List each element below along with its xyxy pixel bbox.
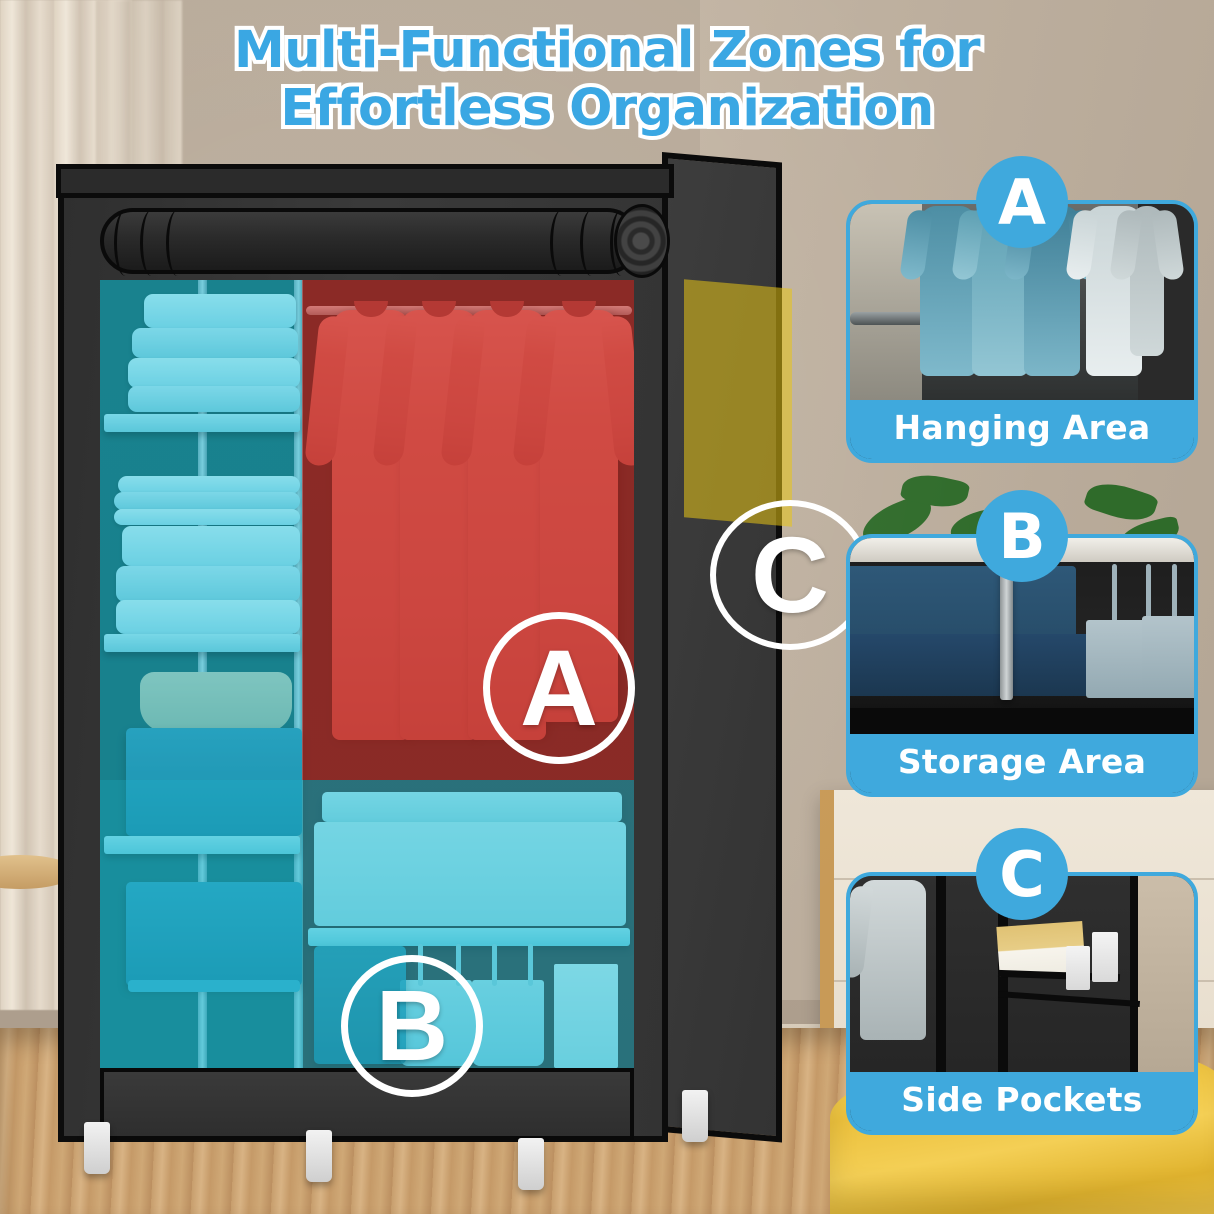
zone-marker-a: A — [483, 612, 635, 764]
shelf-2 — [104, 634, 300, 652]
panel-badge-c-letter: C — [999, 837, 1045, 911]
storage-bin-2 — [126, 882, 302, 986]
wardrobe-leg — [306, 1130, 332, 1182]
feature-panel-hanging-area[interactable]: A Hanging Area — [846, 156, 1198, 463]
portable-wardrobe: A B C — [48, 152, 870, 1190]
panel-badge-b-letter: B — [998, 499, 1046, 573]
shelf-1 — [104, 414, 300, 432]
zone-c-overlay — [684, 279, 792, 527]
rolled-cover — [100, 208, 640, 276]
panel-badge-b: B — [976, 490, 1068, 582]
zone-marker-b-letter: B — [375, 970, 449, 1082]
wardrobe-leg — [84, 1122, 110, 1174]
wardrobe-leg — [682, 1090, 708, 1142]
storage-bin-1 — [126, 728, 302, 836]
panel-badge-c: C — [976, 828, 1068, 920]
panel-b-label: Storage Area — [850, 734, 1194, 793]
page-title: Multi-Functional Zones for Effortless Or… — [0, 17, 1214, 141]
lid-box — [322, 792, 622, 822]
shelf-4 — [308, 928, 630, 946]
feature-panel-side-pockets[interactable]: C Side Pockets — [846, 828, 1198, 1135]
zone-marker-a-letter: A — [520, 627, 598, 748]
wardrobe-top-panel — [56, 164, 674, 198]
zone-marker-b: B — [341, 955, 483, 1097]
zone-marker-c-letter: C — [751, 514, 829, 635]
cover-roll-end — [614, 204, 670, 278]
title-line-2: Effortless Organization — [276, 75, 938, 141]
panel-c-label: Side Pockets — [850, 1072, 1194, 1131]
shelf-3 — [104, 836, 300, 854]
wardrobe-leg — [518, 1138, 544, 1190]
large-storage-box — [314, 822, 626, 926]
paper-bag — [554, 964, 618, 1068]
title-line-1: Multi-Functional Zones for — [230, 17, 984, 83]
panel-badge-a-letter: A — [998, 165, 1046, 239]
panel-badge-a: A — [976, 156, 1068, 248]
feature-panel-storage-area[interactable]: B Storage Area — [846, 490, 1198, 797]
handbag-on-shelf — [140, 672, 292, 732]
support-pole-divider — [294, 280, 303, 1070]
panel-a-label: Hanging Area — [850, 400, 1194, 459]
tote-bag — [472, 980, 544, 1066]
